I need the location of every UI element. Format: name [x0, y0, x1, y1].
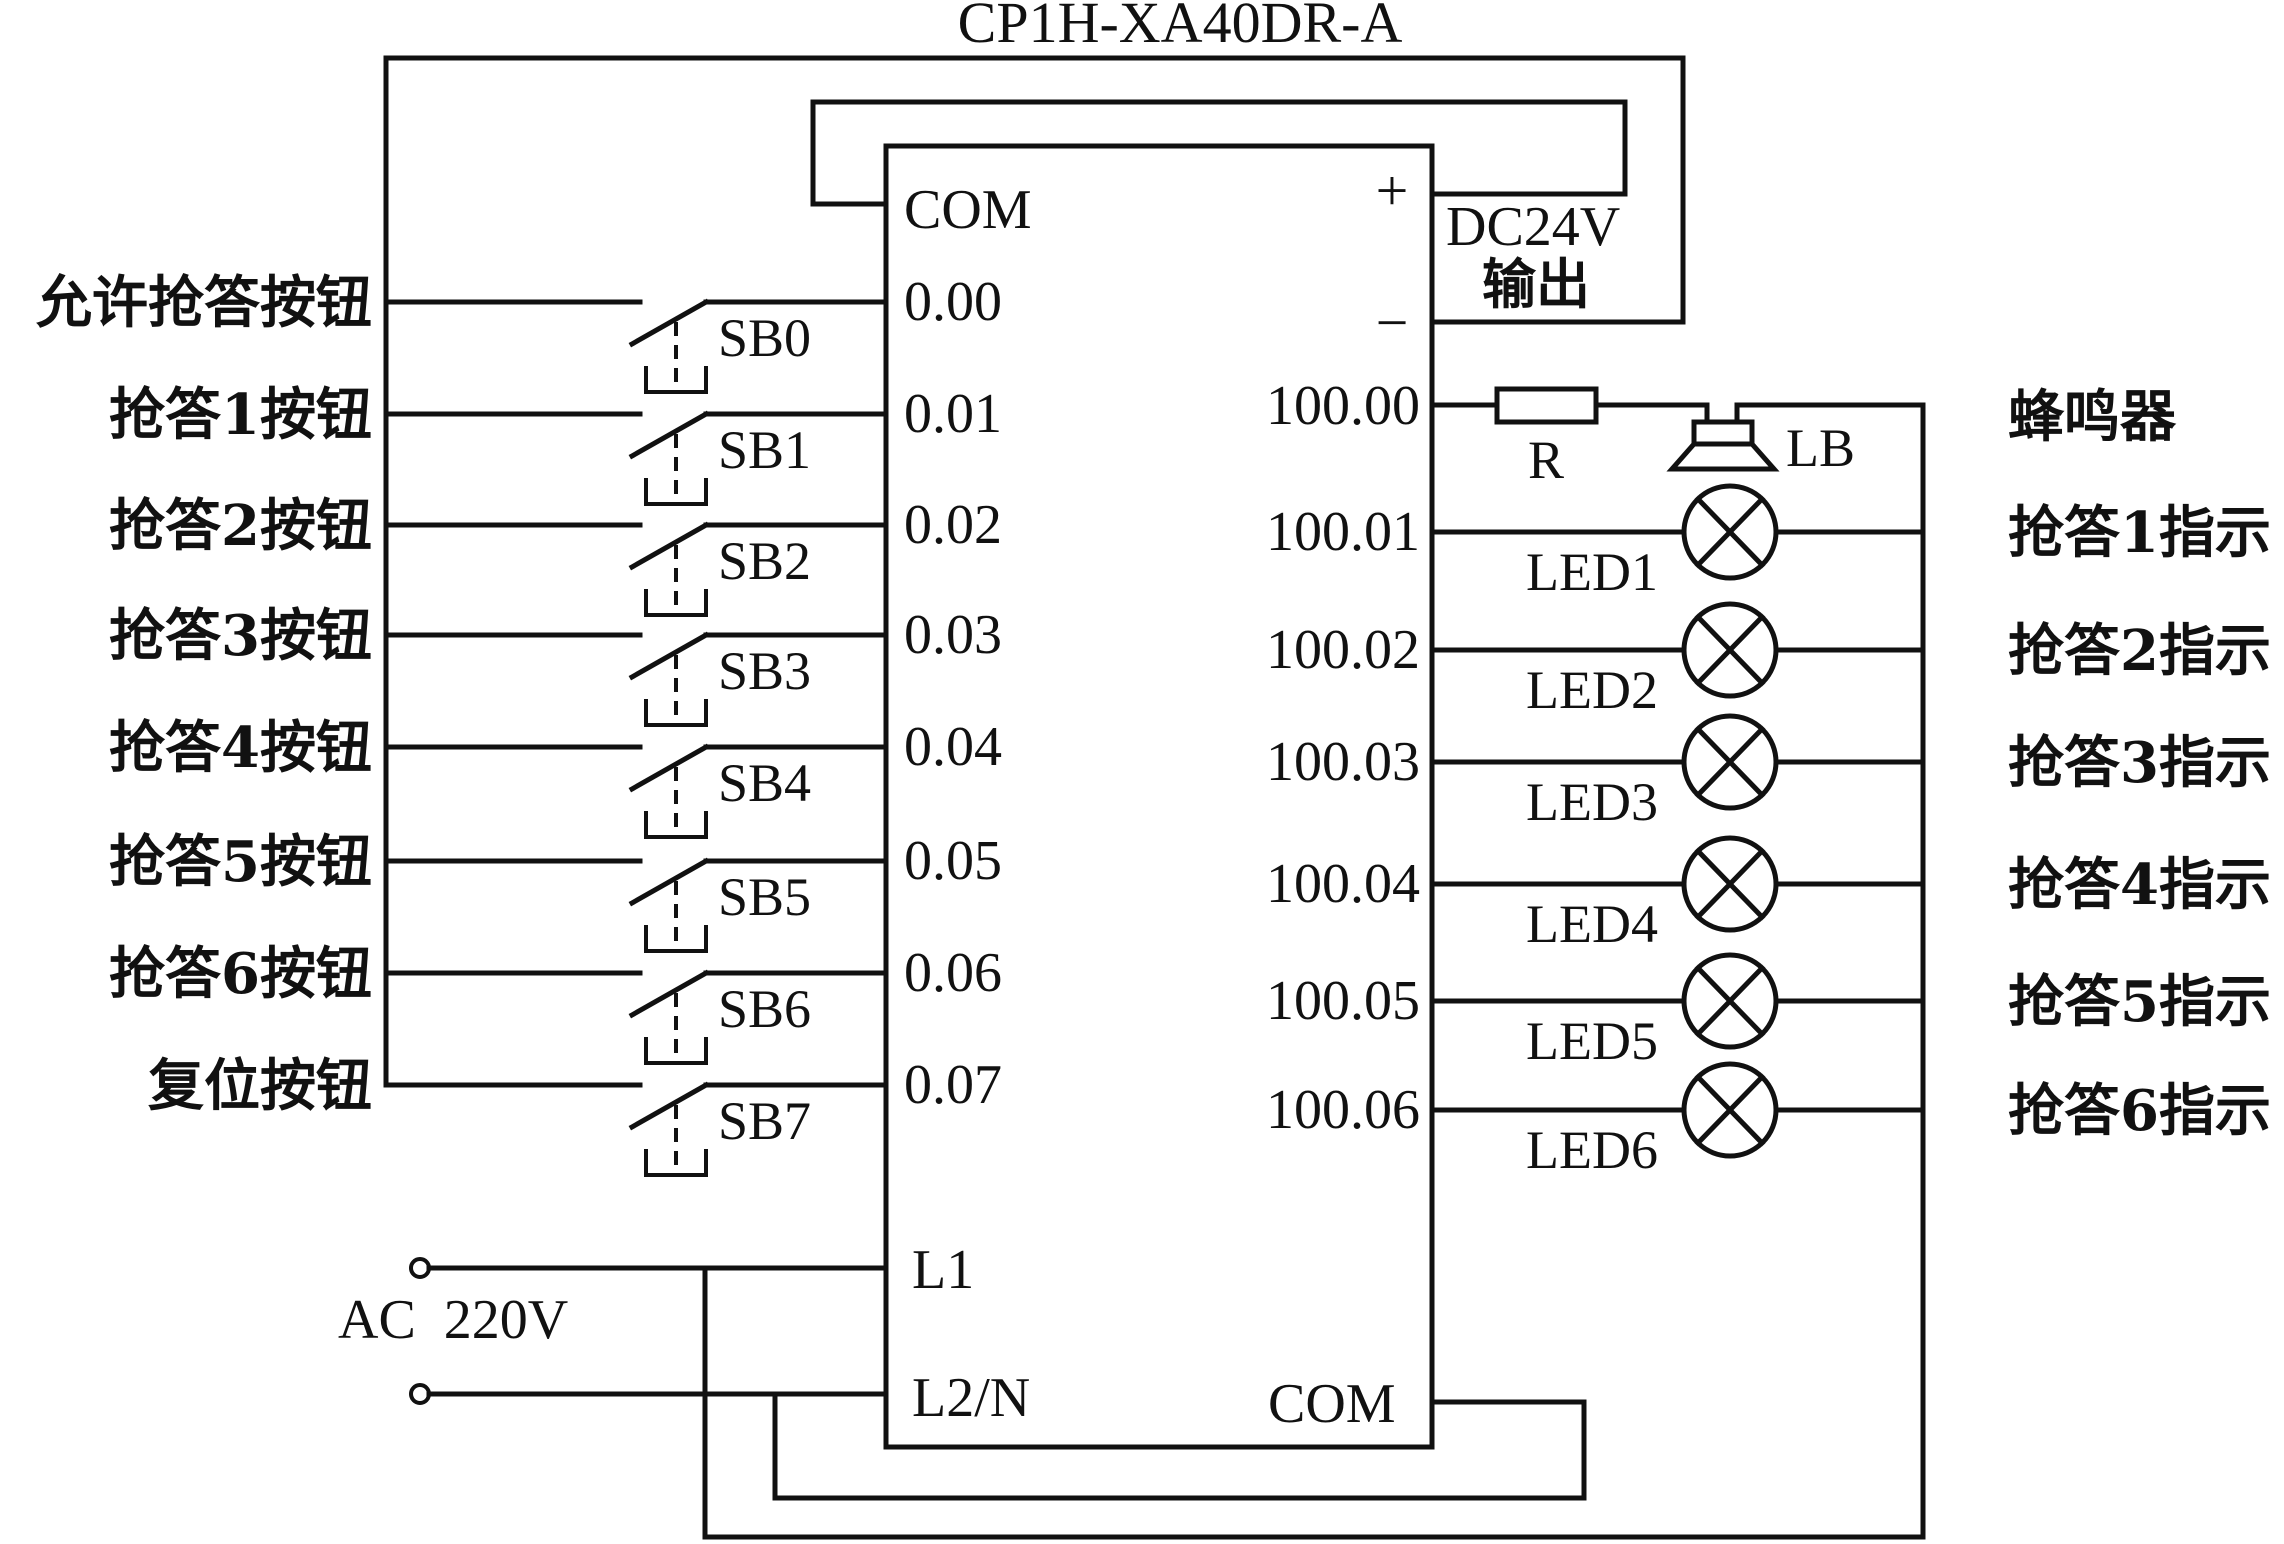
input-terminal-label: 0.06 — [904, 942, 1002, 1004]
dc-supply-output-label: 输出 — [1482, 252, 1590, 316]
resistor-symbol — [1494, 386, 1599, 425]
lamp-label: LED3 — [1526, 772, 1658, 832]
lamp-label: LED5 — [1526, 1011, 1658, 1071]
ac-supply: AC 220V — [338, 1257, 1587, 1501]
switch-label: SB1 — [718, 420, 811, 480]
input-row: 抢答4按钮 SB4 0.04 — [109, 715, 1002, 839]
input-device-label: 抢答2按钮 — [109, 493, 372, 559]
output-com-terminal: COM — [1268, 1373, 1396, 1435]
output-device-label: 抢答1指示 — [2008, 500, 2271, 566]
indicator-lamp-icon — [1681, 952, 1779, 1050]
input-terminal-label: 0.03 — [904, 604, 1002, 666]
buzzer-terminal: 100.00 — [1266, 375, 1420, 437]
output-terminal-label: 100.04 — [1266, 853, 1420, 915]
buzzer-wire-right — [1734, 402, 1926, 425]
pushbutton-switch-icon[interactable] — [628, 1081, 710, 1177]
buzzer-row: 100.00 R LB 蜂鸣器 — [1266, 375, 2177, 490]
output-device-label: 抢答3指示 — [2008, 730, 2271, 796]
output-terminal-label: 100.05 — [1266, 970, 1420, 1032]
output-device-label: 抢答5指示 — [2008, 969, 2271, 1035]
input-row: 抢答3按钮 SB3 0.03 — [109, 603, 1002, 727]
lamp-label: LED1 — [1526, 542, 1658, 602]
power-l2-terminal: L2/N — [912, 1367, 1030, 1429]
indicator-lamp-icon — [1681, 483, 1779, 581]
input-device-label: 抢答6按钮 — [109, 941, 372, 1007]
input-terminal-label: 0.01 — [904, 383, 1002, 445]
indicator-lamp-icon — [1681, 1061, 1779, 1159]
output-device-label: 抢答6指示 — [2008, 1078, 2271, 1144]
plc-body — [883, 143, 1435, 1450]
switch-label: SB6 — [718, 979, 811, 1039]
dc-plus-terminal: + — [1376, 158, 1409, 223]
input-terminal-label: 0.04 — [904, 716, 1002, 778]
input-row: 抢答5按钮 SB5 0.05 — [109, 829, 1002, 953]
output-terminal-label: 100.02 — [1266, 619, 1420, 681]
input-row: 抢答1按钮 SB1 0.01 — [109, 382, 1002, 506]
pushbutton-switch-icon[interactable] — [628, 521, 710, 617]
input-row: 抢答6按钮 SB6 0.06 — [109, 941, 1002, 1065]
buzzer-wire-mid — [1593, 402, 1710, 425]
input-device-label: 抢答3按钮 — [109, 603, 372, 669]
input-device-label: 抢答4按钮 — [109, 715, 372, 781]
switch-label: SB2 — [718, 531, 811, 591]
input-com-terminal: COM — [904, 179, 1032, 241]
indicator-lamp-icon — [1681, 601, 1779, 699]
dc-minus-wire — [383, 55, 1686, 1088]
input-device-label: 抢答1按钮 — [109, 382, 372, 448]
speaker-label: LB — [1786, 418, 1855, 478]
output-device-label: 抢答2指示 — [2008, 618, 2271, 684]
switch-label: SB4 — [718, 753, 811, 813]
pushbutton-switch-icon[interactable] — [628, 410, 710, 506]
dc-minus-terminal: − — [1376, 290, 1409, 355]
input-rows: 允许抢答按钮 SB0 0.00 抢答1按钮 SB1 0.01 抢答2按钮 SB2 0.02 抢答3… — [36, 270, 1002, 1177]
ac-terminal-n[interactable] — [409, 1383, 431, 1405]
dc-supply-label: DC24V — [1446, 196, 1620, 258]
pushbutton-switch-icon[interactable] — [628, 298, 710, 394]
input-row: 抢答2按钮 SB2 0.02 — [109, 493, 1002, 617]
plc-model-title: CP1H-XA40DR-A — [958, 0, 1403, 55]
indicator-lamp-icon — [1681, 713, 1779, 811]
ac-terminal-l1[interactable] — [409, 1257, 431, 1279]
pushbutton-switch-icon[interactable] — [628, 969, 710, 1065]
input-device-label: 抢答5按钮 — [109, 829, 372, 895]
switch-label: SB0 — [718, 308, 811, 368]
input-row: 允许抢答按钮 SB0 0.00 — [36, 270, 1002, 394]
input-terminal-label: 0.05 — [904, 830, 1002, 892]
input-terminal-label: 0.07 — [904, 1054, 1002, 1116]
pushbutton-switch-icon[interactable] — [628, 857, 710, 953]
dc-plus-wire — [810, 99, 1628, 207]
pushbutton-switch-icon[interactable] — [628, 743, 710, 839]
pushbutton-switch-icon[interactable] — [628, 631, 710, 727]
output-return-bus — [702, 402, 1926, 1540]
output-terminal-label: 100.03 — [1266, 731, 1420, 793]
input-device-label: 允许抢答按钮 — [36, 270, 372, 336]
input-row: 复位按钮 SB7 0.07 — [148, 1053, 1002, 1177]
input-device-label: 复位按钮 — [148, 1053, 372, 1119]
speaker-icon — [1666, 419, 1780, 472]
switch-label: SB7 — [718, 1091, 811, 1151]
buzzer-label: 蜂鸣器 — [2008, 384, 2177, 450]
indicator-lamp-icon — [1681, 835, 1779, 933]
switch-label: SB3 — [718, 641, 811, 701]
power-l1-terminal: L1 — [912, 1239, 974, 1301]
lamp-label: LED4 — [1526, 894, 1658, 954]
lamp-label: LED2 — [1526, 660, 1658, 720]
input-terminal-label: 0.00 — [904, 271, 1002, 333]
input-terminal-label: 0.02 — [904, 494, 1002, 556]
switch-label: SB5 — [718, 867, 811, 927]
ac-supply-label: AC 220V — [338, 1289, 568, 1351]
output-terminal-label: 100.01 — [1266, 501, 1420, 563]
neutral-to-output-com-wire — [772, 1391, 1587, 1501]
lamp-label: LED6 — [1526, 1120, 1658, 1180]
resistor-label: R — [1528, 430, 1564, 490]
output-device-label: 抢答4指示 — [2008, 852, 2271, 918]
output-terminal-label: 100.06 — [1266, 1079, 1420, 1141]
